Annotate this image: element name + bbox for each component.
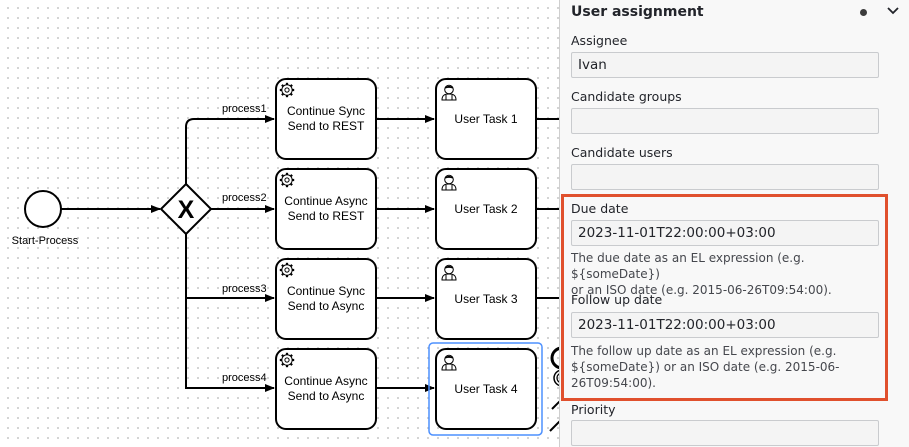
sequence-flow-process1[interactable] [185,115,275,184]
due-date-description-line2: or an ISO date (e.g. 2015-06-26T09:54:00… [571,283,832,297]
user-task-1[interactable]: User Task 1 [435,78,537,160]
follow-up-date-description-line1: The follow up date as an EL expression (… [571,344,837,358]
candidate-groups-input[interactable] [571,108,879,134]
service-task-1-line2: Send to REST [288,119,365,133]
selection-outline [428,342,543,436]
candidate-users-input[interactable] [571,164,879,190]
priority-input[interactable] [571,420,879,446]
service-task-3[interactable]: Continue Sync Send to Async [275,258,377,340]
user-task-4-label: User Task 4 [454,382,517,396]
service-task-2-line2: Send to REST [288,209,365,223]
end-event-tool-icon[interactable] [550,346,560,370]
service-task-4-line1: Continue Async [284,374,367,388]
priority-label: Priority [571,402,616,417]
connect-tool-icon[interactable] [551,399,560,410]
sequence-flow-process4[interactable] [185,234,275,392]
service-task-4-line2: Send to Async [288,389,365,403]
service-task-4[interactable]: Continue Async Send to Async [275,348,377,430]
bpmn-canvas[interactable]: Start-Process X process1 process2 proces… [0,0,560,447]
due-date-label: Due date [571,201,629,216]
flow-label-process2: process2 [222,192,267,204]
gateway-marker: X [178,196,195,224]
follow-up-date-description: The follow up date as an EL expression (… [571,343,883,391]
follow-up-date-description-line3: 26T09:54:00). [571,376,656,390]
user-task-2-label: User Task 2 [454,202,517,216]
service-task-1[interactable]: Continue Sync Send to REST [275,78,377,160]
user-assignment-group-title[interactable]: User assignment [571,4,704,20]
bpmn-diagram[interactable]: Start-Process X process1 process2 proces… [0,0,560,447]
due-date-description-line1: The due date as an EL expression (e.g. $… [571,251,805,281]
user-task-4[interactable]: User Task 4 [428,342,543,436]
properties-panel: User assignment Assignee Candidate group… [559,0,909,447]
service-task-3-line2: Send to Async [288,299,365,313]
gear-icon [278,81,296,99]
flow-label-process3: process3 [222,283,267,295]
exclusive-gateway[interactable]: X [159,182,213,236]
start-event[interactable] [24,190,62,228]
service-task-3-line1: Continue Sync [287,284,365,298]
user-task-2[interactable]: User Task 2 [435,168,537,250]
follow-up-date-input[interactable] [571,312,879,338]
candidate-groups-label: Candidate groups [571,89,682,104]
flow-label-process4: process4 [222,372,267,384]
chevron-down-icon[interactable] [886,4,900,18]
gear-icon [278,351,296,369]
gear-icon [278,171,296,189]
candidate-users-label: Candidate users [571,145,673,160]
group-has-data-indicator [860,9,867,16]
service-task-1-line1: Continue Sync [287,104,365,118]
service-task-2[interactable]: Continue Async Send to REST [275,168,377,250]
due-date-input[interactable] [571,220,879,246]
service-task-2-line1: Continue Async [284,194,367,208]
gear-icon [278,261,296,279]
follow-up-date-description-line2: ${someDate}) or an ISO date (e.g. 2015-0… [571,360,840,374]
assignee-input[interactable] [571,52,879,78]
assignee-label: Assignee [571,33,628,48]
user-task-3[interactable]: User Task 3 [435,258,537,340]
start-event-label: Start-Process [12,235,79,247]
user-task-1-label: User Task 1 [454,112,517,126]
flow-label-process1: process1 [222,103,267,115]
due-date-description: The due date as an EL expression (e.g. $… [571,250,883,298]
follow-up-date-label: Follow up date [571,292,663,307]
user-task-3-label: User Task 3 [454,292,517,306]
